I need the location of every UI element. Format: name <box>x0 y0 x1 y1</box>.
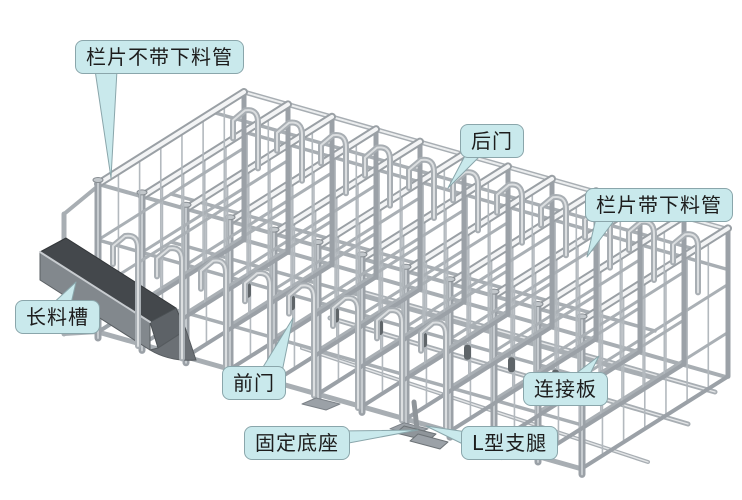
callout-l-shaped-leg: L型支腿 <box>461 426 559 460</box>
callout-panel-with-feed-pipe: 栏片带下料管 <box>585 188 733 222</box>
feed-pipes-front <box>110 232 449 436</box>
callout-front-door: 前门 <box>222 366 286 400</box>
callout-long-trough: 长料槽 <box>15 300 100 334</box>
callout-panel-without-feed-pipe: 栏片不带下料管 <box>75 40 244 74</box>
callout-back-door: 后门 <box>460 124 524 158</box>
longitudinal-rails <box>61 89 729 472</box>
callout-connection-plate: 连接板 <box>523 372 608 406</box>
feed-pipes-top <box>230 107 701 296</box>
callout-fixed-base: 固定底座 <box>244 426 350 460</box>
fence-panels <box>92 88 732 478</box>
